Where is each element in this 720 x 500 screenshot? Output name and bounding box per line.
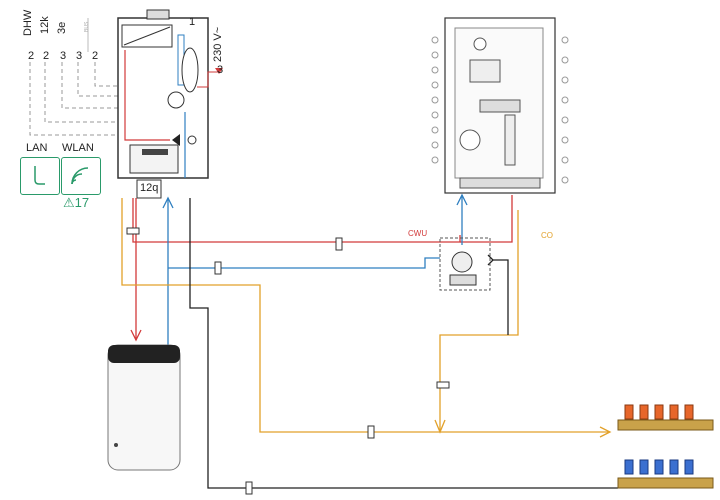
heat-pump-unit <box>444 17 556 194</box>
terminal-label: 2 <box>92 50 99 62</box>
boiler-terminal-label: 1 <box>189 16 196 28</box>
lan-icon <box>34 166 45 185</box>
power-line <box>197 71 218 88</box>
module-label: 12q <box>140 182 159 194</box>
callout-numbers <box>431 36 569 184</box>
terminal-marker-icon <box>215 68 223 74</box>
valve-markers <box>126 227 450 495</box>
terminal-label: 3 <box>60 50 67 62</box>
co-label: CO <box>541 231 553 240</box>
12k-label: 12k <box>39 16 51 34</box>
mixing-valve <box>439 237 491 291</box>
lan-badge <box>20 157 60 195</box>
wlan-label: WLAN <box>62 142 94 154</box>
manifold <box>617 404 714 489</box>
control-wiring <box>29 62 118 136</box>
lan-label: LAN <box>26 142 48 154</box>
cwu-label: CWU <box>408 229 428 238</box>
wifi-icon <box>71 167 89 185</box>
warning-count: ⚠17 <box>63 195 90 210</box>
3e-label: 3e <box>56 21 68 34</box>
boiler-unit <box>117 9 209 199</box>
voltage-label: 230 V~ <box>212 26 224 62</box>
dhw-label: DHW <box>22 9 34 36</box>
terminal-label: 2 <box>28 50 35 62</box>
power-terminal-label: 3 <box>217 64 224 76</box>
water-tank <box>107 344 181 471</box>
bus-label: BUS <box>84 21 90 32</box>
wlan-badge <box>61 157 101 195</box>
terminal-label: 2 <box>43 50 50 62</box>
terminal-label: 3 <box>76 50 83 62</box>
